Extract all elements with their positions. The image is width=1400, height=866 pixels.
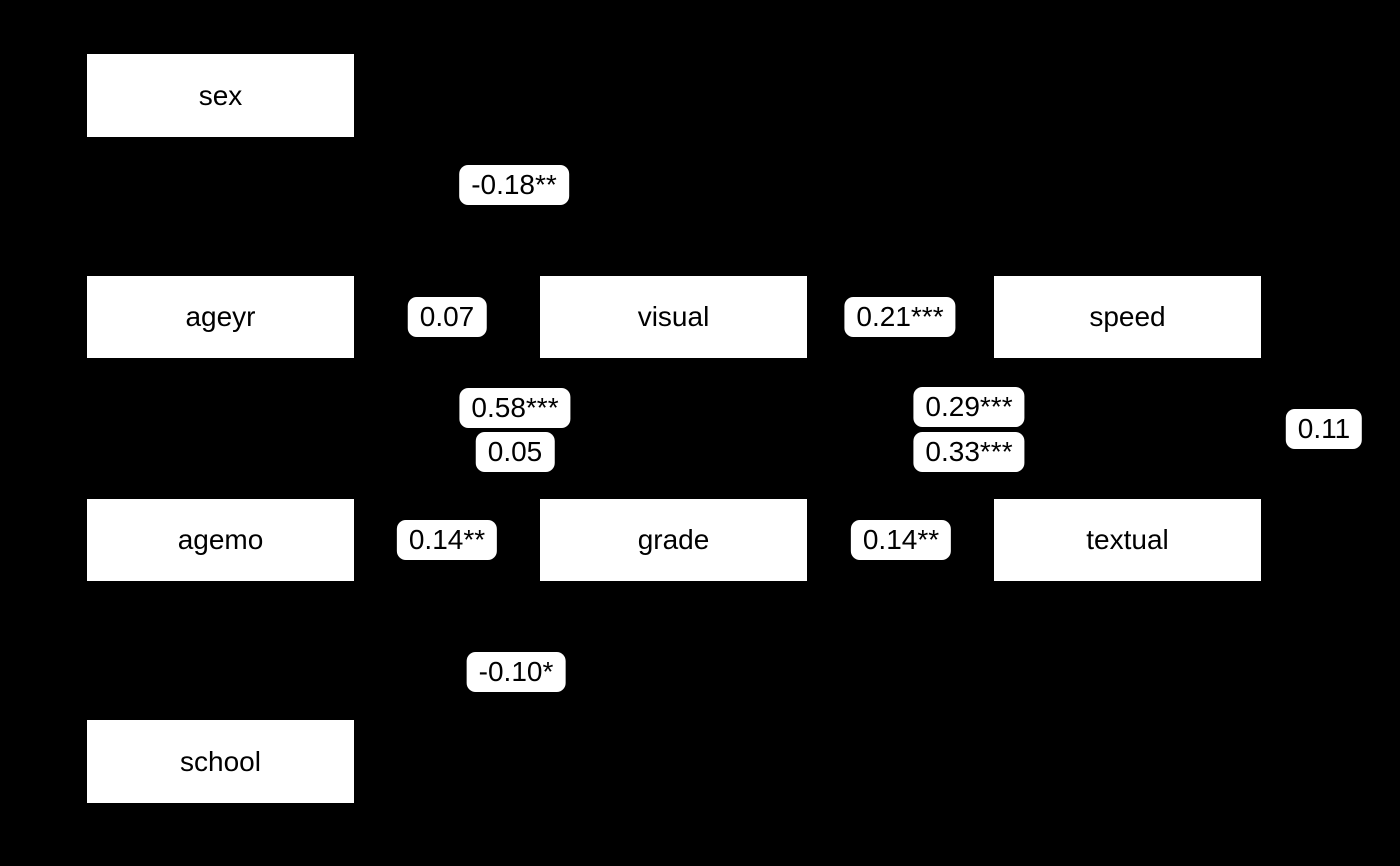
coef-visual-textual: 0.29*** bbox=[913, 387, 1025, 427]
node-label: ageyr bbox=[185, 301, 256, 332]
coef-ageyr-grade: 0.58*** bbox=[459, 388, 571, 428]
coef-speed-textual: 0.11 bbox=[1285, 409, 1363, 449]
node-grade: grade bbox=[538, 497, 809, 583]
node-speed: speed bbox=[992, 274, 1263, 360]
node-visual: visual bbox=[538, 274, 809, 360]
node-agemo: agemo bbox=[85, 497, 356, 583]
node-label: sex bbox=[198, 79, 243, 111]
coef-grade-textual: 0.14** bbox=[850, 520, 952, 560]
node-textual: textual bbox=[992, 497, 1263, 583]
coef-ageyr-visual: 0.07 bbox=[407, 297, 487, 337]
coef-grade-speed: 0.33*** bbox=[913, 432, 1025, 472]
node-sex: sex bbox=[85, 52, 356, 139]
node-label: grade bbox=[637, 524, 710, 555]
node-ageyr: ageyr bbox=[85, 274, 356, 360]
coef-sex-visual: -0.18** bbox=[459, 165, 569, 205]
node-label: speed bbox=[1089, 301, 1166, 332]
coef-agemo-grade: 0.14** bbox=[396, 520, 498, 560]
coef-visual-speed: 0.21*** bbox=[844, 297, 956, 337]
node-school: school bbox=[85, 718, 356, 805]
node-label: agemo bbox=[177, 524, 264, 555]
node-label: textual bbox=[1086, 524, 1169, 555]
coef-agemo-visual: 0.05 bbox=[475, 432, 555, 472]
node-label: school bbox=[180, 745, 261, 777]
node-label: visual bbox=[637, 301, 710, 332]
coef-school-grade: -0.10* bbox=[466, 652, 566, 692]
